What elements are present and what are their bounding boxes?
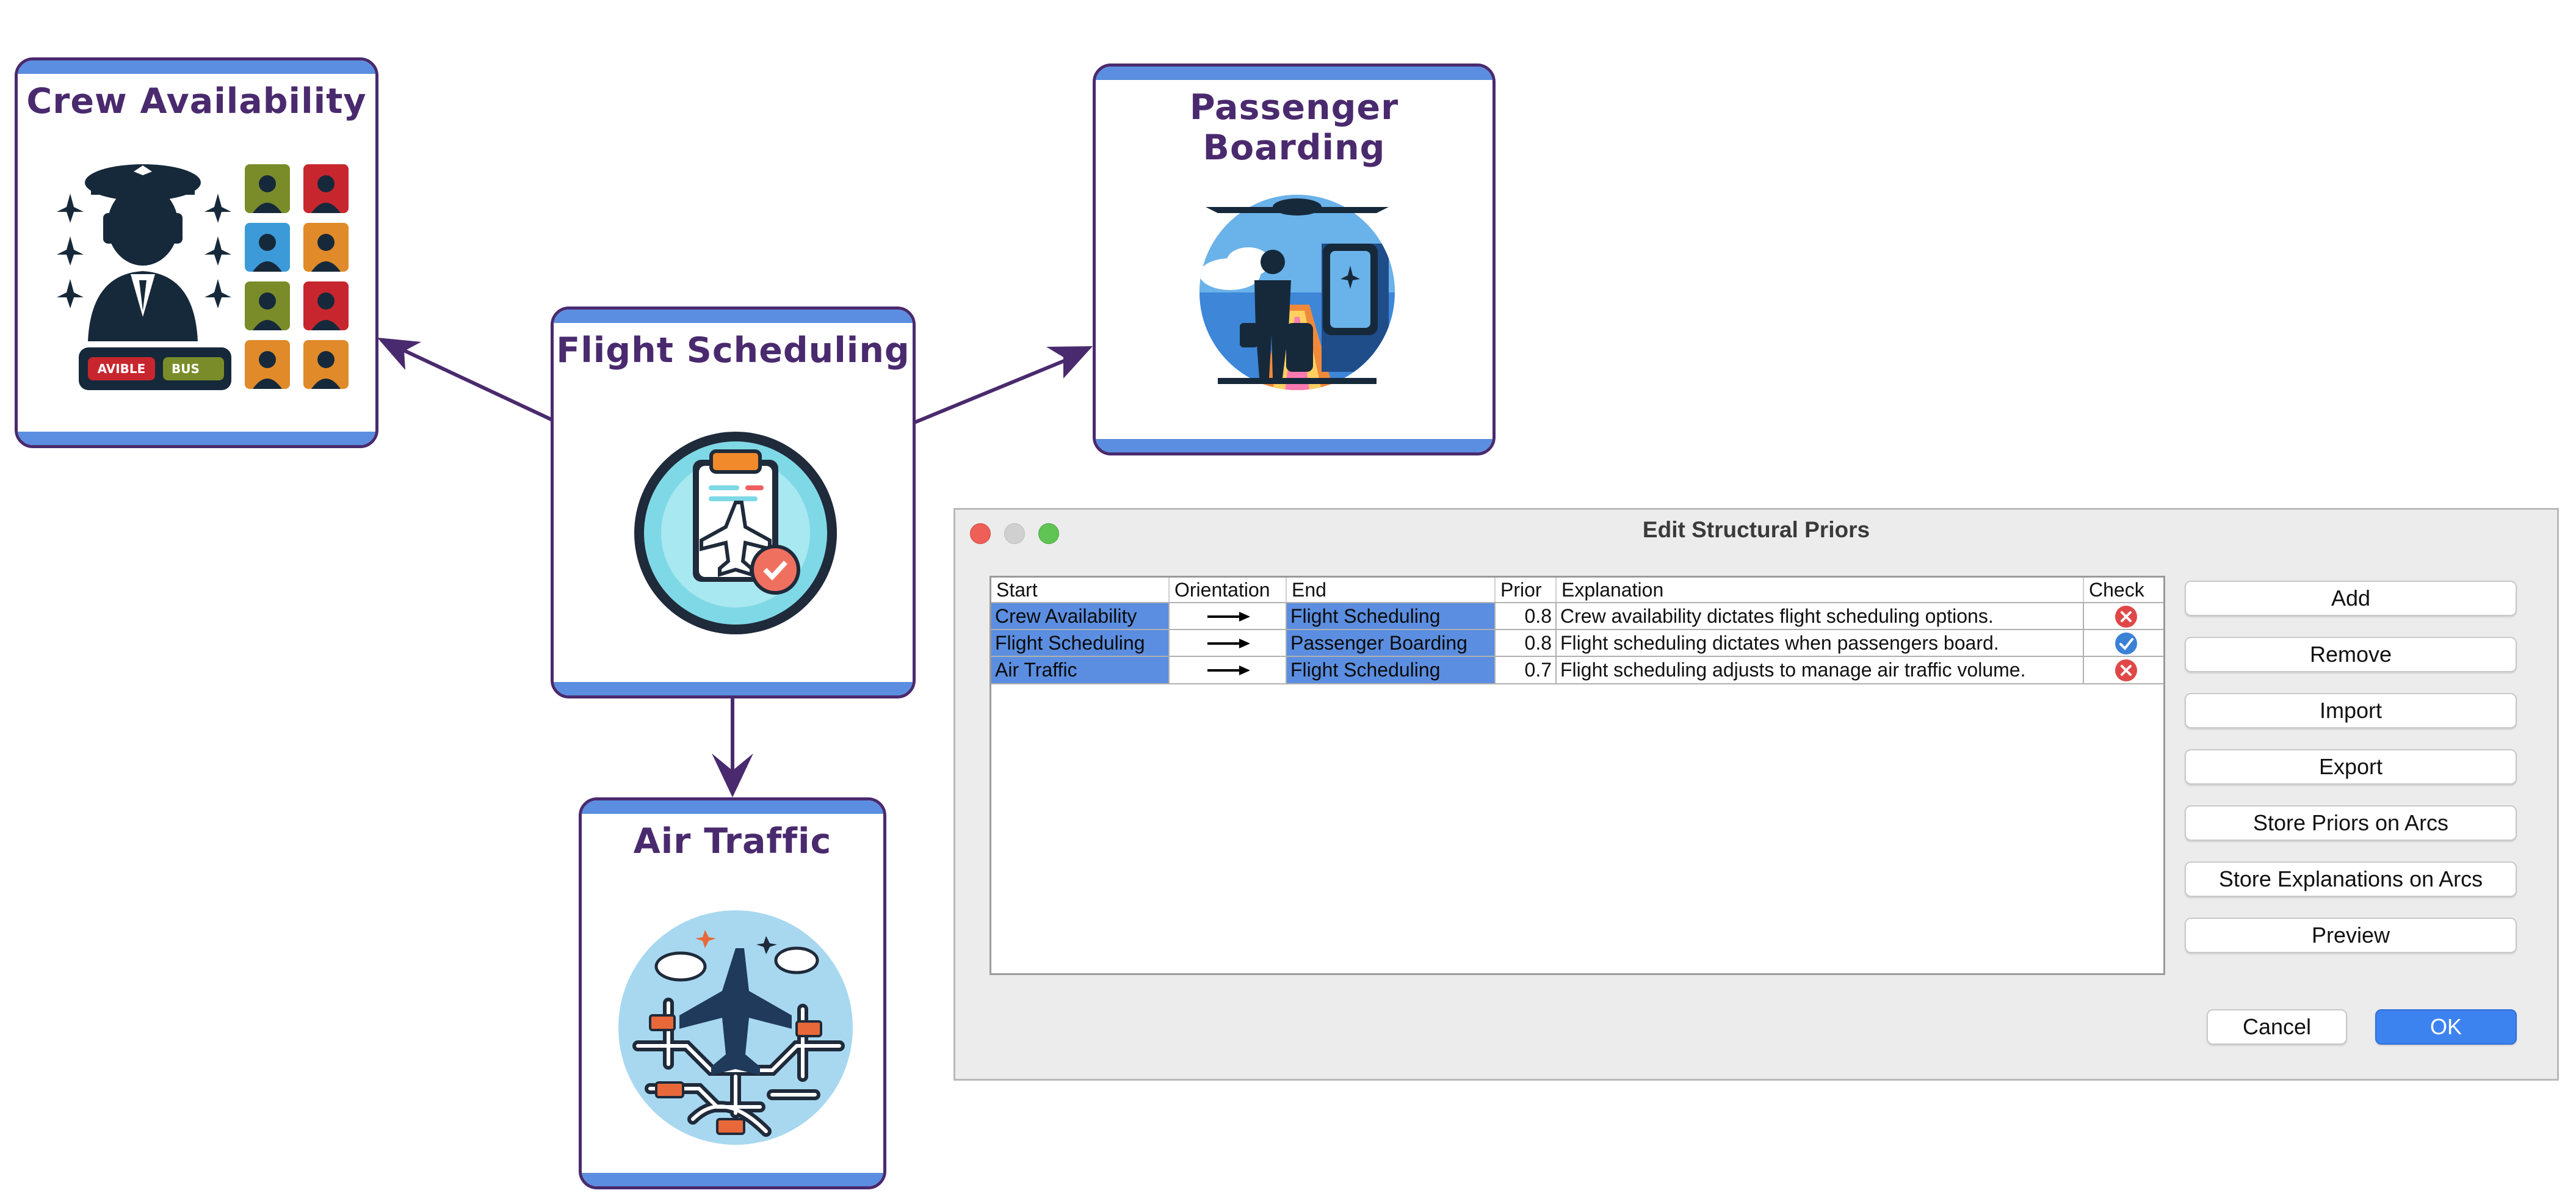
node-footer-bar bbox=[1096, 439, 1492, 452]
x-icon bbox=[2115, 606, 2137, 628]
edit-structural-priors-dialog: Edit Structural Priors Start Orientation… bbox=[953, 508, 2559, 1081]
column-header-explanation[interactable]: Explanation bbox=[1557, 578, 2084, 602]
column-header-prior[interactable]: Prior bbox=[1496, 578, 1557, 602]
cell-check[interactable] bbox=[2084, 603, 2165, 629]
cell-start[interactable]: Air Traffic bbox=[991, 657, 1170, 683]
node-header-bar bbox=[1096, 67, 1492, 80]
badge-bus: BUS bbox=[172, 361, 200, 376]
cell-orientation[interactable] bbox=[1170, 657, 1287, 683]
add-button[interactable]: Add bbox=[2185, 581, 2517, 616]
cell-start[interactable]: Flight Scheduling bbox=[991, 630, 1170, 656]
cancel-button[interactable]: Cancel bbox=[2207, 1009, 2347, 1045]
cell-check[interactable] bbox=[2084, 657, 2165, 683]
passenger-boarding-icon bbox=[1199, 195, 1395, 390]
x-icon bbox=[2115, 659, 2137, 681]
node-passenger-boarding[interactable]: Passenger Boarding bbox=[1093, 63, 1496, 455]
zoom-window-button[interactable] bbox=[1038, 523, 1059, 544]
store-priors-on-arcs-button[interactable]: Store Priors on Arcs bbox=[2185, 805, 2517, 841]
cell-explanation[interactable]: Flight scheduling adjusts to manage air … bbox=[1557, 657, 2084, 683]
node-header-bar bbox=[554, 310, 913, 323]
column-header-check[interactable]: Check bbox=[2089, 579, 2144, 601]
table-row[interactable]: Flight Scheduling Passenger Boarding 0.8… bbox=[991, 629, 2163, 656]
checkmark-icon bbox=[2115, 633, 2137, 655]
node-title: Flight Scheduling bbox=[556, 330, 910, 371]
cell-explanation[interactable]: Crew availability dictates flight schedu… bbox=[1557, 603, 2084, 629]
column-header-start[interactable]: Start bbox=[991, 578, 1170, 602]
cell-prior[interactable]: 0.8 bbox=[1496, 630, 1557, 656]
cell-end[interactable]: Flight Scheduling bbox=[1287, 657, 1496, 683]
dialog-title: Edit Structural Priors bbox=[1642, 517, 1870, 542]
edge-flight-to-crew[interactable] bbox=[377, 338, 554, 422]
node-title: Air Traffic bbox=[633, 821, 832, 861]
table-header: Start Orientation End Prior Explanation … bbox=[991, 578, 2163, 602]
air-traffic-icon bbox=[618, 910, 853, 1145]
right-arrow-icon bbox=[1207, 639, 1250, 648]
node-title: Passenger Boarding bbox=[1189, 87, 1399, 168]
cell-end[interactable]: Passenger Boarding bbox=[1287, 630, 1496, 656]
store-explanations-on-arcs-button[interactable]: Store Explanations on Arcs bbox=[2185, 861, 2517, 897]
remove-button[interactable]: Remove bbox=[2185, 637, 2517, 672]
node-air-traffic[interactable]: Air Traffic bbox=[579, 797, 886, 1189]
node-footer-bar bbox=[582, 1173, 883, 1186]
cell-prior[interactable]: 0.7 bbox=[1496, 657, 1557, 683]
node-footer-bar bbox=[554, 682, 913, 695]
dialog-titlebar[interactable]: Edit Structural Priors bbox=[955, 510, 2557, 556]
close-window-button[interactable] bbox=[970, 523, 991, 544]
node-header-bar bbox=[18, 60, 375, 74]
edge-flight-to-passenger[interactable] bbox=[913, 346, 1093, 424]
badge-avible: AVIBLE bbox=[98, 361, 146, 376]
node-crew-availability[interactable]: Crew Availability AVIBLE BUS bbox=[15, 57, 378, 448]
minimize-window-button[interactable] bbox=[1004, 523, 1025, 544]
ok-button[interactable]: OK bbox=[2375, 1009, 2517, 1045]
table-row[interactable]: Crew Availability Flight Scheduling 0.8 … bbox=[991, 602, 2163, 629]
node-flight-scheduling[interactable]: Flight Scheduling bbox=[551, 306, 916, 698]
import-button[interactable]: Import bbox=[2185, 693, 2517, 728]
node-title: Crew Availability bbox=[26, 81, 367, 121]
cell-start[interactable]: Crew Availability bbox=[991, 603, 1170, 629]
crew-illustration-icon: AVIBLE BUS bbox=[57, 164, 349, 390]
right-arrow-icon bbox=[1207, 612, 1250, 622]
table-row[interactable]: Air Traffic Flight Scheduling 0.7 Flight… bbox=[991, 656, 2163, 684]
column-header-orientation[interactable]: Orientation bbox=[1170, 578, 1287, 602]
cell-prior[interactable]: 0.8 bbox=[1496, 603, 1557, 629]
flight-schedule-icon bbox=[634, 432, 837, 634]
cell-check[interactable] bbox=[2084, 630, 2165, 656]
right-arrow-icon bbox=[1207, 665, 1250, 675]
node-header-bar bbox=[582, 800, 883, 814]
node-footer-bar bbox=[18, 432, 375, 445]
cell-orientation[interactable] bbox=[1170, 603, 1287, 629]
priors-table[interactable]: Start Orientation End Prior Explanation … bbox=[990, 576, 2165, 975]
preview-button[interactable]: Preview bbox=[2185, 918, 2517, 953]
edge-flight-to-traffic[interactable] bbox=[712, 697, 753, 797]
column-header-end[interactable]: End bbox=[1287, 578, 1496, 602]
cell-orientation[interactable] bbox=[1170, 630, 1287, 656]
cell-end[interactable]: Flight Scheduling bbox=[1287, 603, 1496, 629]
cell-explanation[interactable]: Flight scheduling dictates when passenge… bbox=[1557, 630, 2084, 656]
export-button[interactable]: Export bbox=[2185, 749, 2517, 785]
